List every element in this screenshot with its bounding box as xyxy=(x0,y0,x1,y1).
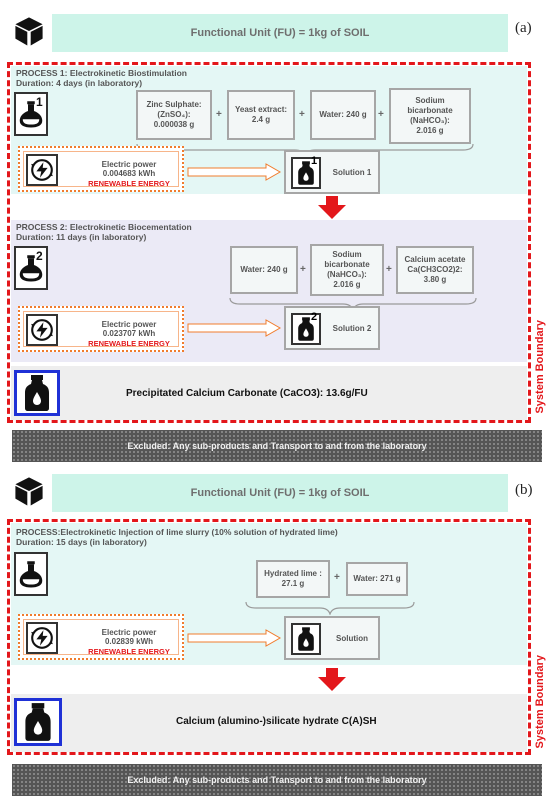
process2-flask-icon: 2 xyxy=(14,246,48,290)
process1-flask-icon: 1 xyxy=(14,92,48,136)
power-label-1: Electric power xyxy=(101,160,157,169)
bottle-icon xyxy=(291,623,321,655)
process2-flask-badge: 2 xyxy=(36,249,43,263)
input-water: Water: 240 g xyxy=(310,90,376,140)
process-b-duration: Duration: 15 days (in laboratory) xyxy=(16,537,147,547)
functional-unit-text: Functional Unit (FU) = 1kg of SOIL xyxy=(190,27,370,39)
result-text-a: Precipitated Calcium Carbonate (CaCO3): … xyxy=(126,388,368,399)
fu-cube-icon xyxy=(12,472,46,510)
solution-2-box: 2 Solution 2 xyxy=(284,306,380,350)
solution-2-badge: 2 xyxy=(311,311,318,323)
orange-right-arrow-icon xyxy=(187,629,282,647)
orange-right-arrow-icon xyxy=(187,163,282,181)
input-hydrated-lime: Hydrated lime :27.1 g xyxy=(256,560,330,598)
process-b-title: PROCESS:Electrokinetic Injection of lime… xyxy=(16,527,338,537)
power-value-b: 0.02839 kWh xyxy=(104,637,154,646)
solution-1-label: Solution 1 xyxy=(332,168,372,177)
system-boundary-label-b: System Boundary xyxy=(534,655,546,749)
process2-title: PROCESS 2: Electrokinetic Biocementation xyxy=(16,222,192,232)
power-box-1: Electric power 0.004683 kWh RENEWABLE EN… xyxy=(18,146,184,192)
result-bottle-icon xyxy=(14,370,60,416)
renewable-energy-b: RENEWABLE ENERGY xyxy=(88,647,170,656)
input-water: Water: 240 g xyxy=(230,246,298,294)
excluded-banner-b: Excluded: Any sub-products and Transport… xyxy=(12,764,542,796)
power-box-b: Electric power 0.02839 kWh RENEWABLE ENE… xyxy=(18,614,184,660)
solution-2-label: Solution 2 xyxy=(332,324,372,333)
input-yeast-extract: Yeast extract:2.4 g xyxy=(227,90,295,140)
process1-title: PROCESS 1: Electrokinetic Biostimulation xyxy=(16,68,187,78)
excluded-text-a: Excluded: Any sub-products and Transport… xyxy=(127,441,427,451)
solution-b-box: Solution xyxy=(284,616,380,660)
red-down-arrow-icon xyxy=(318,668,346,691)
solution-1-badge: 1 xyxy=(311,155,318,167)
input-zinc-sulphate: Zinc Sulphate:(ZnSO₄):0.000038 g xyxy=(136,90,212,140)
plus-sign: + xyxy=(216,109,222,120)
plus-sign: + xyxy=(300,264,306,275)
functional-unit-banner: Functional Unit (FU) = 1kg of SOIL xyxy=(52,474,508,512)
functional-unit-banner: Functional Unit (FU) = 1kg of SOIL xyxy=(52,14,508,52)
power-box-2: Electric power 0.023707 kWh RENEWABLE EN… xyxy=(18,306,184,352)
result-region-a xyxy=(11,366,527,420)
fu-cube-icon xyxy=(12,12,46,50)
renewable-energy-2: RENEWABLE ENERGY xyxy=(88,339,170,348)
lightning-icon xyxy=(26,154,58,186)
panel-label-b: (b) xyxy=(515,482,533,498)
panel-label-a: (a) xyxy=(515,20,532,36)
orange-right-arrow-icon xyxy=(187,319,282,337)
system-boundary-label-a: System Boundary xyxy=(534,320,546,414)
lightning-icon xyxy=(26,314,58,346)
excluded-text-b: Excluded: Any sub-products and Transport… xyxy=(127,775,427,785)
input-water: Water: 271 g xyxy=(346,562,408,596)
process1-flask-badge: 1 xyxy=(36,95,43,109)
plus-sign: + xyxy=(334,572,340,583)
lightning-icon xyxy=(26,622,58,654)
power-label-b: Electric power xyxy=(101,628,157,637)
solution-b-label: Solution xyxy=(336,634,368,643)
plus-sign: + xyxy=(378,109,384,120)
bottle-icon xyxy=(291,157,321,189)
system-boundary-a xyxy=(7,62,531,423)
solution-1-box: 1 Solution 1 xyxy=(284,150,380,194)
red-down-arrow-icon xyxy=(318,196,346,219)
process-b-flask-icon xyxy=(14,552,48,596)
power-value-2: 0.023707 kWh xyxy=(102,329,156,338)
result-region-b xyxy=(11,694,527,752)
process2-duration: Duration: 11 days (in laboratory) xyxy=(16,232,147,242)
plus-sign: + xyxy=(386,264,392,275)
system-boundary-b xyxy=(7,519,531,755)
functional-unit-text: Functional Unit (FU) = 1kg of SOIL xyxy=(190,487,370,499)
process1-duration: Duration: 4 days (in laboratory) xyxy=(16,78,143,88)
power-label-2: Electric power xyxy=(101,320,157,329)
inputs-brace xyxy=(245,601,415,615)
excluded-banner-a: Excluded: Any sub-products and Transport… xyxy=(12,430,542,462)
bottle-icon xyxy=(291,313,321,345)
power-value-1: 0.004683 kWh xyxy=(102,169,156,178)
renewable-energy-1: RENEWABLE ENERGY xyxy=(88,179,170,188)
result-text-b: Calcium (alumino-)silicate hydrate C(A)S… xyxy=(176,716,377,727)
plus-sign: + xyxy=(299,109,305,120)
result-bottle-icon xyxy=(14,698,62,746)
